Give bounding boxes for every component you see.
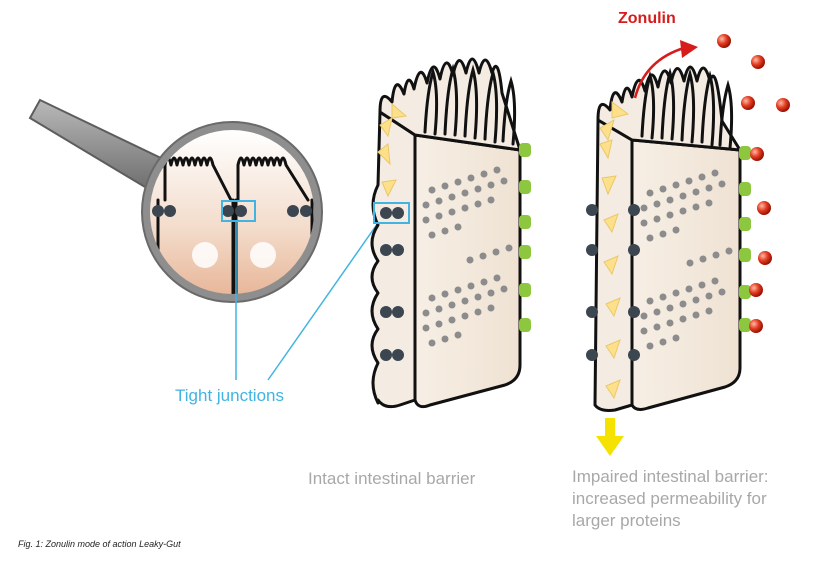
curved-arrow-icon — [633, 40, 698, 99]
intact-barrier-illustration — [370, 57, 531, 409]
intact-junction-highlight — [373, 202, 410, 224]
impaired-barrier-line-3: larger proteins — [572, 511, 681, 530]
impaired-barrier-line-2: increased permeability for — [572, 489, 767, 508]
intact-cell-pattern — [422, 166, 513, 347]
lens-junction-dots — [152, 205, 312, 217]
tight-junctions-label: Tight junctions — [175, 386, 284, 405]
zonulin-label: Zonulin — [618, 10, 676, 27]
magnifier-icon — [28, 98, 323, 303]
impaired-barrier-line-1: Impaired intestinal barrier: — [572, 467, 769, 486]
impaired-barrier-illustration — [586, 34, 790, 456]
intact-transport-arrows — [377, 102, 408, 198]
down-arrow-icon — [596, 418, 624, 456]
zonulin-particle-icon — [717, 34, 790, 333]
intact-receptors — [519, 143, 531, 332]
impaired-barrier-label: Impaired intestinal barrier: increased p… — [572, 466, 769, 532]
impaired-receptors — [739, 146, 751, 332]
intact-junction-dots — [380, 207, 404, 361]
impaired-cell-pattern — [640, 169, 733, 350]
impaired-junction-dots — [586, 204, 640, 361]
impaired-transport-arrows — [599, 101, 630, 400]
lens-junction-highlight — [221, 200, 256, 222]
figure-caption: Fig. 1: Zonulin mode of action Leaky-Gut — [18, 539, 181, 549]
intact-barrier-label: Intact intestinal barrier — [308, 469, 476, 488]
tight-junction-leaders — [235, 219, 381, 381]
